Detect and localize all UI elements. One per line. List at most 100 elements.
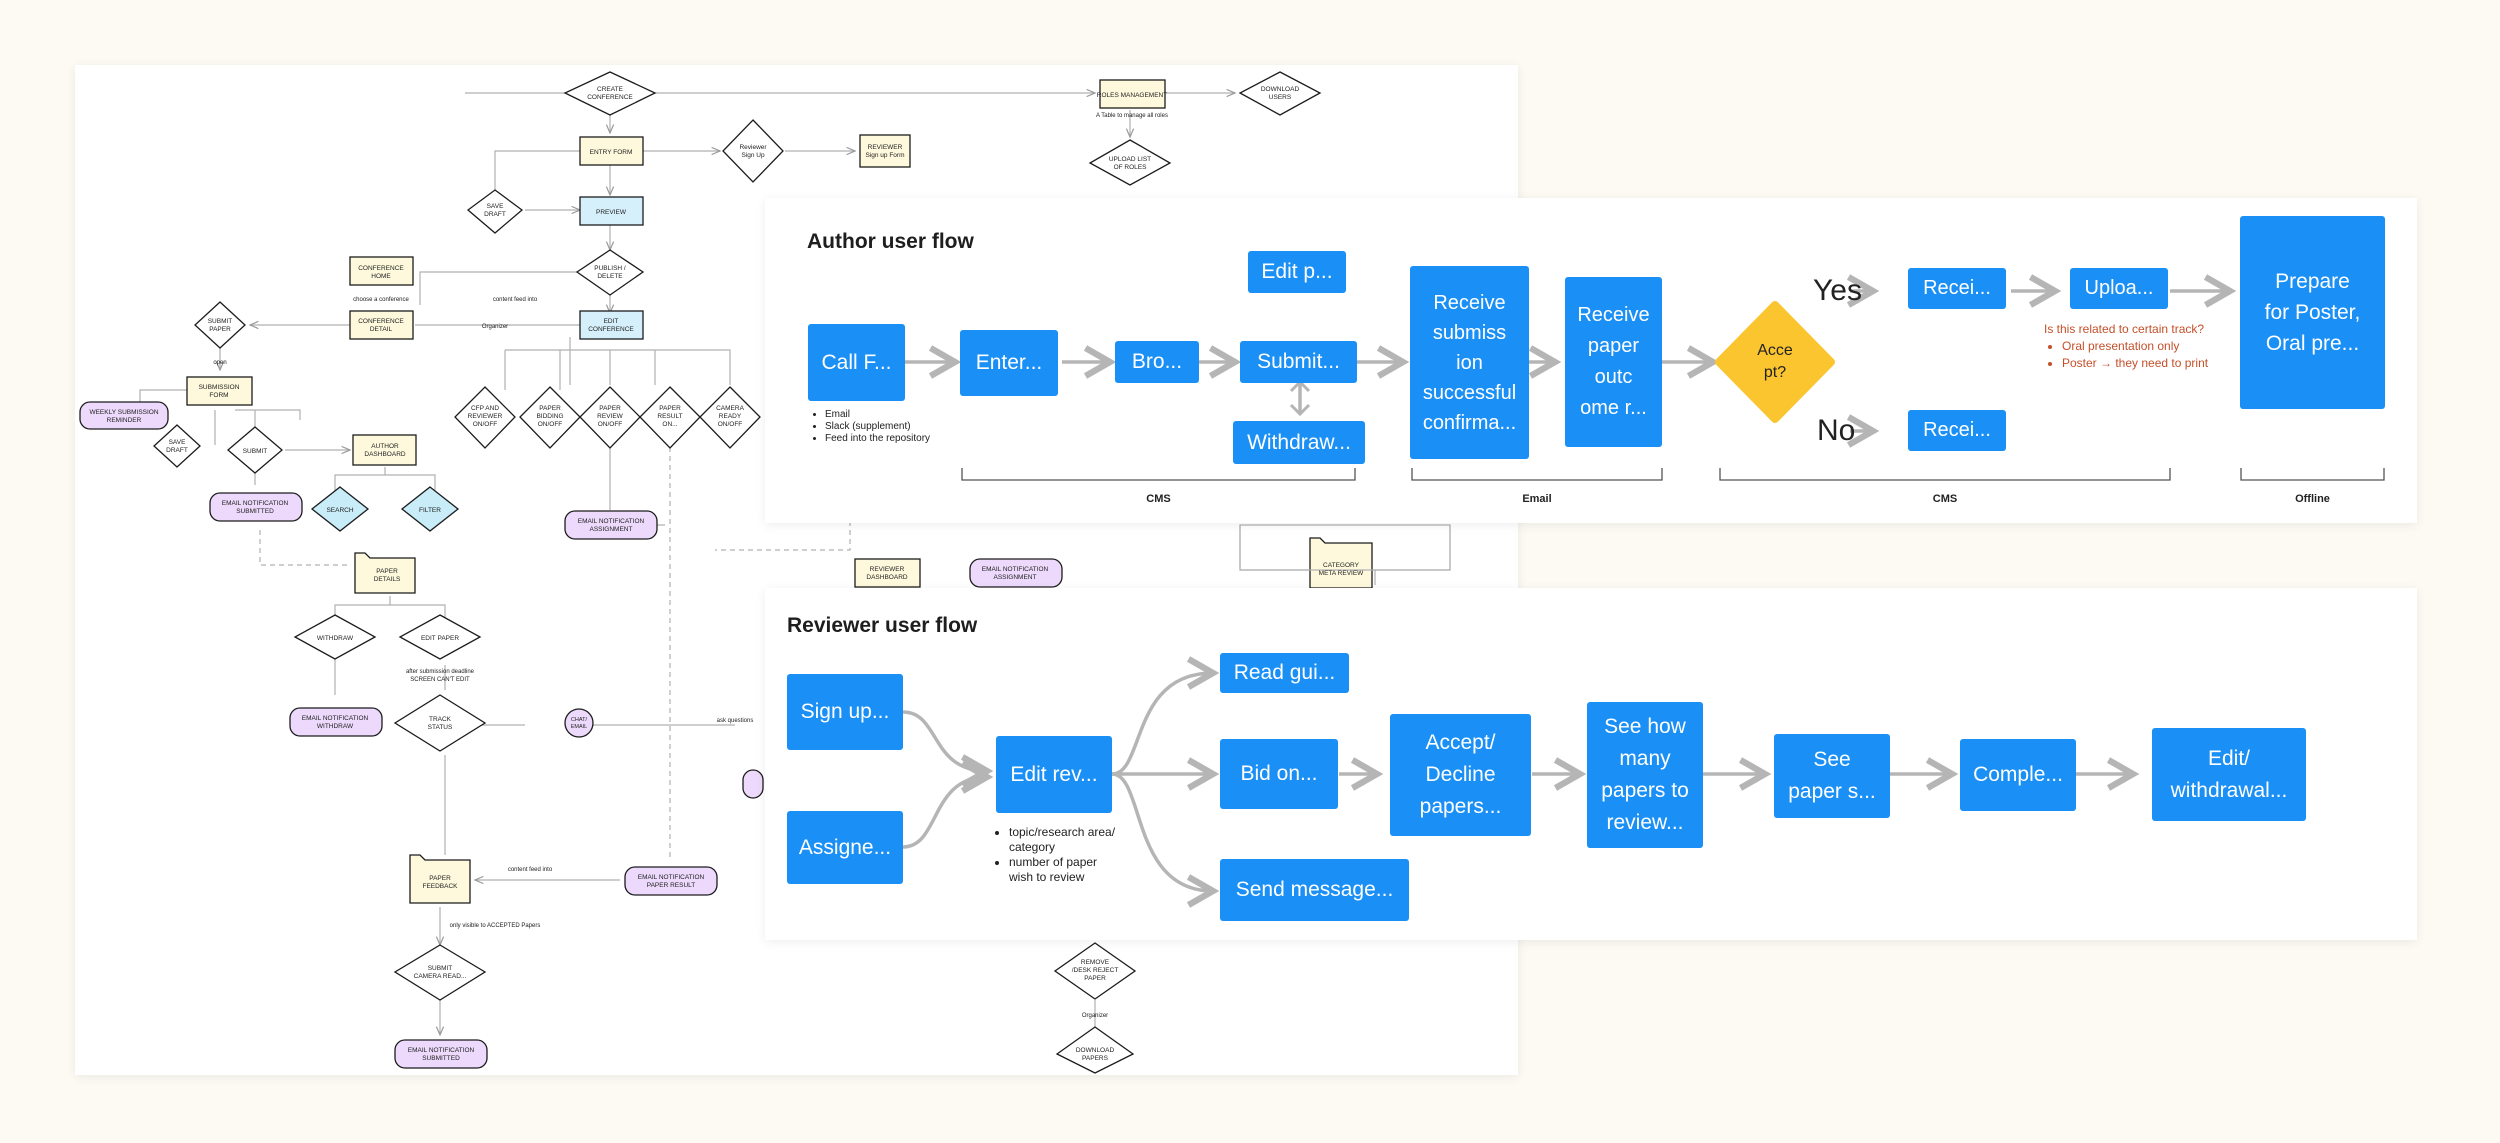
svg-text:A Table to manage all roles: A Table to manage all roles (1096, 113, 1168, 119)
svg-text:FILTER: FILTER (419, 507, 441, 514)
svg-text:SUBMIT: SUBMIT (243, 448, 268, 455)
svg-text:DASHBOARD: DASHBOARD (364, 451, 405, 458)
author-node-enter: Enter... (975, 351, 1043, 374)
svg-text:ON/OFF: ON/OFF (538, 421, 563, 428)
svg-text:Organizer: Organizer (1082, 1013, 1108, 1019)
svg-text:CONFERENCE: CONFERENCE (358, 265, 404, 272)
svg-text:HOME: HOME (371, 273, 391, 280)
call-note-item: Feed into the repository (825, 433, 930, 445)
svg-text:content feed into: content feed into (508, 867, 553, 873)
reviewer-node-see-how-many: See how many papers to review... (1587, 702, 1703, 848)
svg-text:CONFERENCE: CONFERENCE (587, 94, 633, 101)
svg-text:RESULT: RESULT (657, 413, 682, 420)
receive-outcome-line: ome r... (1580, 397, 1647, 419)
receive-submission-line: Receive (1433, 291, 1506, 314)
author-node-receive-yes: Recei... (1923, 277, 1991, 299)
edit-withdrawal-line: Edit/ (2207, 746, 2251, 770)
svg-text:PAPER: PAPER (659, 405, 681, 412)
svg-text:DOWNLOAD: DOWNLOAD (1261, 86, 1300, 93)
reviewer-flow-diagram (787, 653, 2306, 921)
svg-text:Reviewer: Reviewer (739, 144, 767, 151)
reviewer-node-bid: Bid on... (1240, 762, 1318, 785)
svg-text:UPLOAD LIST: UPLOAD LIST (1109, 156, 1151, 163)
accept-decline-line: Accept/ (1425, 731, 1496, 754)
track-question: Is this related to certain track? (2044, 322, 2205, 336)
svg-text:CATEGORY: CATEGORY (1323, 562, 1360, 569)
svg-text:PAPER RESULT: PAPER RESULT (647, 882, 696, 889)
svg-text:REVIEWER: REVIEWER (870, 566, 905, 573)
no-label: No (1817, 414, 1856, 447)
svg-text:ON/OFF: ON/OFF (718, 421, 743, 428)
svg-text:DOWNLOAD: DOWNLOAD (1076, 1047, 1115, 1054)
svg-text:SAVE: SAVE (169, 439, 187, 446)
reviewer-node-assigned: Assigne... (798, 835, 892, 859)
track-item: Oral presentation only (2062, 338, 2208, 355)
svg-text:/DESK REJECT: /DESK REJECT (1072, 967, 1119, 974)
svg-text:PAPER: PAPER (539, 405, 561, 412)
svg-text:content feed into: content feed into (493, 297, 538, 303)
svg-text:only visible to ACCEPTED Paper: only visible to ACCEPTED Papers (450, 923, 541, 929)
svg-text:ON/OFF: ON/OFF (598, 421, 623, 428)
svg-text:EDIT PAPER: EDIT PAPER (421, 635, 459, 642)
svg-text:ENTRY FORM: ENTRY FORM (590, 149, 633, 156)
receive-submission-line: confirma... (1422, 411, 1517, 434)
reviewer-node-complete: Comple... (1973, 763, 2063, 786)
group-label-cms-2: CMS (1932, 493, 1958, 505)
svg-text:REMINDER: REMINDER (107, 417, 142, 424)
svg-text:DRAFT: DRAFT (484, 211, 506, 218)
svg-text:PUBLISH /: PUBLISH / (594, 265, 626, 272)
receive-submission-line: ion (1456, 351, 1483, 374)
svg-text:EMAIL NOTIFICATION: EMAIL NOTIFICATION (222, 500, 289, 507)
receive-outcome-line: paper (1587, 335, 1640, 357)
svg-text:EMAIL: EMAIL (571, 724, 588, 730)
track-note: Is this related to certain track? Oral p… (2044, 321, 2208, 371)
see-paper-line: See (1813, 748, 1851, 771)
svg-text:PAPER: PAPER (429, 875, 451, 882)
author-node-prepare: Prepare for Poster, Oral pre... (2240, 216, 2385, 409)
svg-text:STATUS: STATUS (428, 724, 453, 731)
accept-line: pt? (1763, 364, 1787, 381)
svg-text:TRACK: TRACK (429, 716, 452, 723)
create-conference-node (563, 71, 657, 116)
svg-text:SAVE: SAVE (487, 203, 505, 210)
see-how-many-line: many (1619, 747, 1671, 770)
svg-text:Sign up Form: Sign up Form (865, 152, 904, 159)
author-node-accept-decision: Acce pt? (1725, 338, 1825, 386)
svg-text:DASHBOARD: DASHBOARD (866, 574, 907, 581)
svg-text:ROLES MANAGEMENT: ROLES MANAGEMENT (1097, 92, 1167, 99)
svg-text:EMAIL NOTIFICATION: EMAIL NOTIFICATION (302, 715, 369, 722)
svg-text:choose a conference: choose a conference (353, 297, 409, 303)
svg-text:READY: READY (719, 413, 742, 420)
receive-submission-line: submiss (1432, 321, 1507, 344)
svg-text:ON/OFF: ON/OFF (473, 421, 498, 428)
svg-text:EDIT: EDIT (604, 318, 619, 325)
svg-text:EMAIL NOTIFICATION: EMAIL NOTIFICATION (578, 518, 645, 525)
call-note-item: Email (825, 409, 930, 421)
author-node-upload: Uploa... (2084, 277, 2154, 299)
svg-text:DELETE: DELETE (597, 273, 623, 280)
author-node-withdraw: Withdraw... (1247, 430, 1351, 454)
svg-text:BIDDING: BIDDING (536, 413, 563, 420)
background-flowchart: CREATE CONFERENCE ROLES MANAGEMENT A Tab… (79, 71, 1451, 1074)
svg-text:FORM: FORM (209, 392, 228, 399)
svg-text:SUBMITTED: SUBMITTED (422, 1055, 460, 1062)
yes-label: Yes (1813, 274, 1862, 307)
accept-decline-line: Decline (1425, 763, 1496, 786)
svg-text:CONFERENCE: CONFERENCE (358, 318, 404, 325)
reviewer-node-edit-withdrawal: Edit/ withdrawal... (2152, 728, 2306, 821)
svg-text:EMAIL NOTIFICATION: EMAIL NOTIFICATION (638, 874, 705, 881)
svg-text:SCREEN CAN'T EDIT: SCREEN CAN'T EDIT (410, 677, 470, 683)
svg-text:CAMERA: CAMERA (716, 405, 744, 412)
svg-text:Organizer: Organizer (482, 324, 508, 330)
reviewer-node-accept-decline: Accept/ Decline papers... (1390, 714, 1531, 836)
svg-text:WITHDRAW: WITHDRAW (317, 723, 354, 730)
group-label-offline: Offline (2295, 493, 2330, 505)
call-notes: Email Slack (supplement) Feed into the r… (813, 409, 930, 445)
svg-text:AUTHOR: AUTHOR (371, 443, 399, 450)
receive-outcome-line: outc (1594, 366, 1633, 388)
see-how-many-line: review... (1606, 811, 1684, 834)
svg-text:ASSIGNMENT: ASSIGNMENT (590, 526, 633, 533)
see-how-many-line: See how (1604, 715, 1686, 738)
group-label-email: Email (1522, 493, 1552, 505)
svg-text:Sign Up: Sign Up (741, 152, 765, 159)
